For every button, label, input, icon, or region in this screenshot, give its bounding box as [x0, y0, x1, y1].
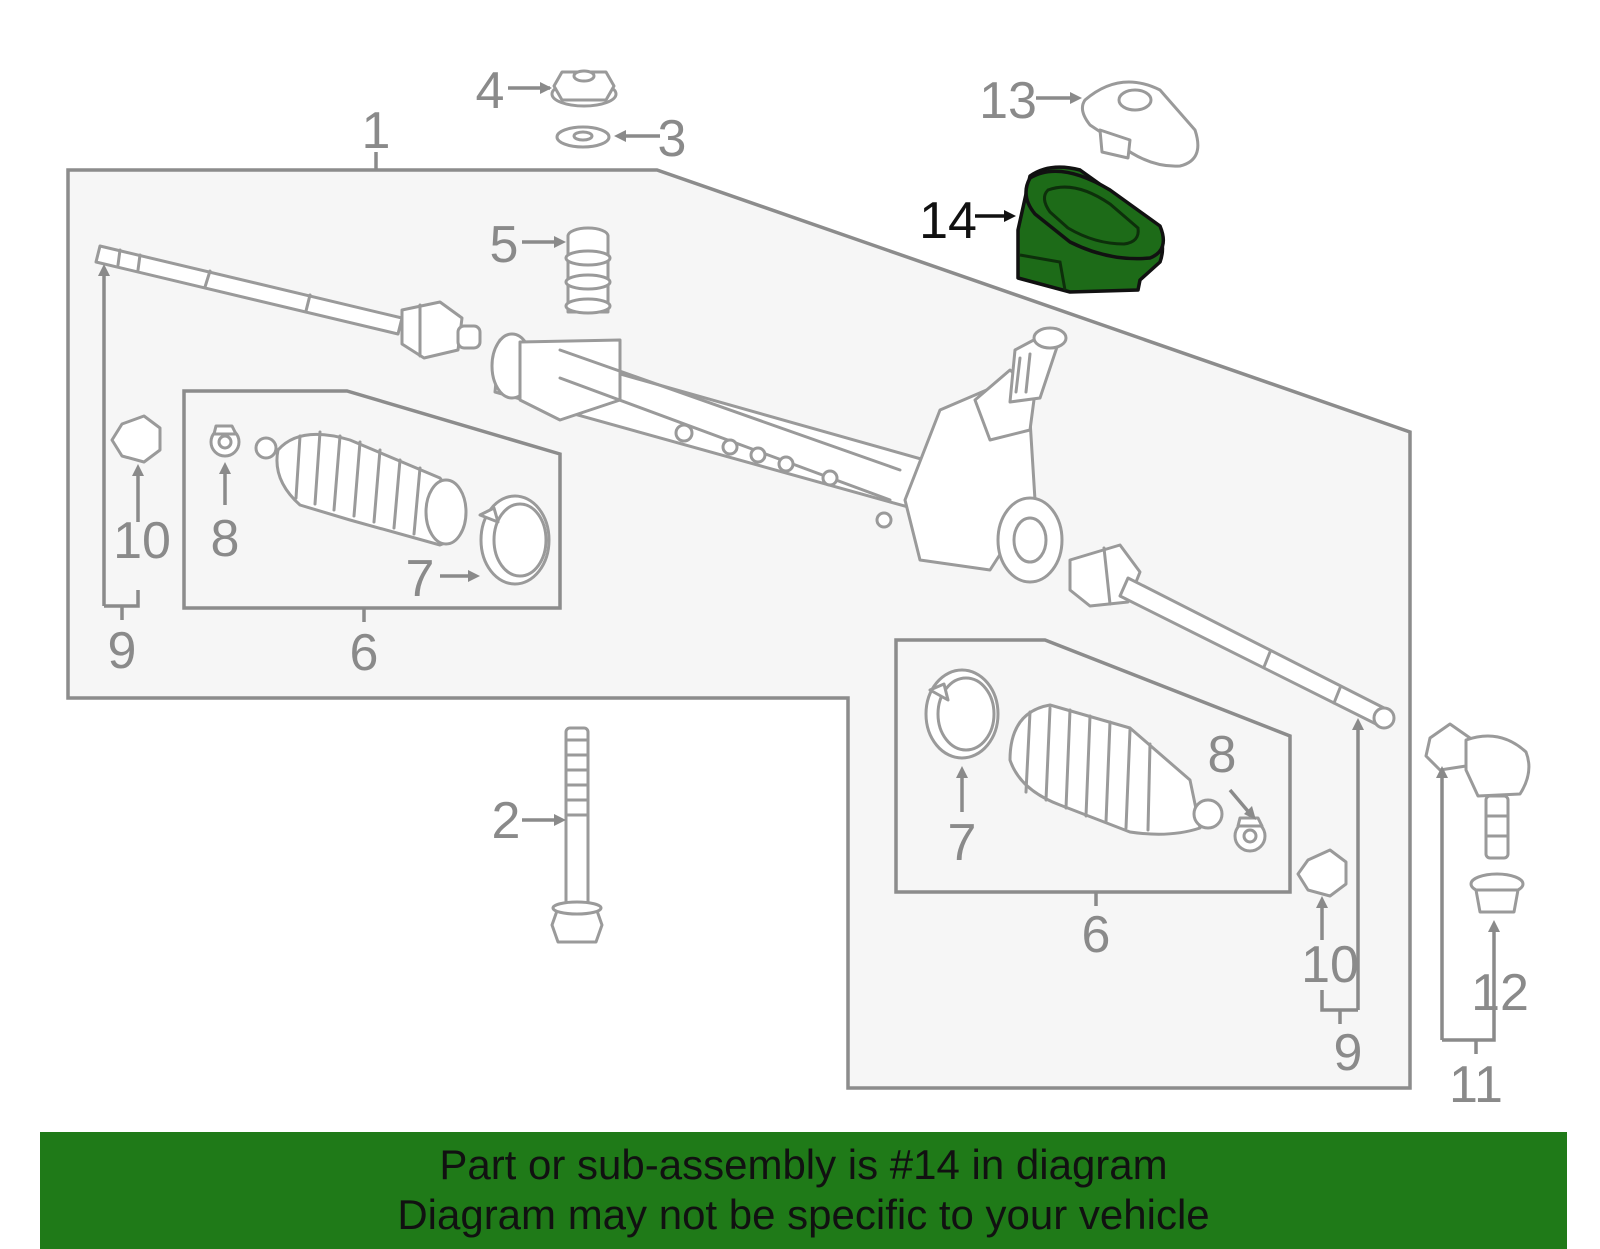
- callout-1: 1: [362, 102, 391, 160]
- callout-14: 14: [919, 192, 977, 250]
- boot-right-part-6: [1008, 703, 1224, 836]
- callout-arrows: [98, 82, 1500, 1054]
- boot-left-part-6: [254, 430, 468, 547]
- callout-8-left: 8: [211, 510, 240, 568]
- callout-10-left: 10: [113, 512, 171, 570]
- callout-3: 3: [658, 110, 687, 168]
- callout-12: 12: [1471, 964, 1529, 1022]
- clip-right-part-8: [1233, 816, 1267, 853]
- callout-9-left: 9: [108, 622, 137, 680]
- nut-right-part-10: [1296, 848, 1348, 898]
- bolt-part-2: [550, 726, 604, 944]
- steering-rack-housing: [490, 326, 1068, 584]
- callout-8-right: 8: [1208, 726, 1237, 784]
- callout-6-right: 6: [1082, 906, 1111, 964]
- callout-7-left: 7: [406, 550, 435, 608]
- assembly-box-1: [66, 168, 1412, 1090]
- outer-tie-rod-end-part-11: [1424, 722, 1531, 860]
- highlighted-part-14: [1016, 165, 1166, 294]
- boot-kit-box-right: [894, 638, 1292, 894]
- nut-left-part-10: [110, 414, 162, 464]
- info-banner: Part or sub-assembly is #14 in diagram D…: [40, 1132, 1567, 1249]
- callout-13: 13: [979, 72, 1037, 130]
- callout-9-right: 9: [1334, 1024, 1363, 1082]
- callout-2: 2: [492, 792, 521, 850]
- callout-5: 5: [490, 216, 519, 274]
- clamp-left-part-7: [478, 494, 551, 586]
- inner-tie-rod-right: [1068, 543, 1396, 730]
- callout-4: 4: [476, 62, 505, 120]
- boot-kit-box-left: [182, 389, 562, 610]
- banner-line-2: Diagram may not be specific to your vehi…: [397, 1191, 1210, 1238]
- nut-part-4: [550, 69, 618, 108]
- clamp-right-part-7: [924, 668, 1000, 760]
- bushing-part-5: [564, 226, 612, 315]
- clip-left-part-8: [209, 424, 241, 458]
- callout-6-left: 6: [350, 624, 379, 682]
- callout-7-right: 7: [948, 814, 977, 872]
- banner-line-1: Part or sub-assembly is #14 in diagram: [439, 1141, 1168, 1188]
- inner-tie-rod-left: [94, 244, 482, 360]
- nut-part-12: [1469, 872, 1525, 914]
- callout-11: 11: [1449, 1056, 1503, 1114]
- callout-10-right: 10: [1301, 936, 1359, 994]
- washer-part-3: [555, 125, 611, 149]
- mount-part-13: [1080, 80, 1200, 168]
